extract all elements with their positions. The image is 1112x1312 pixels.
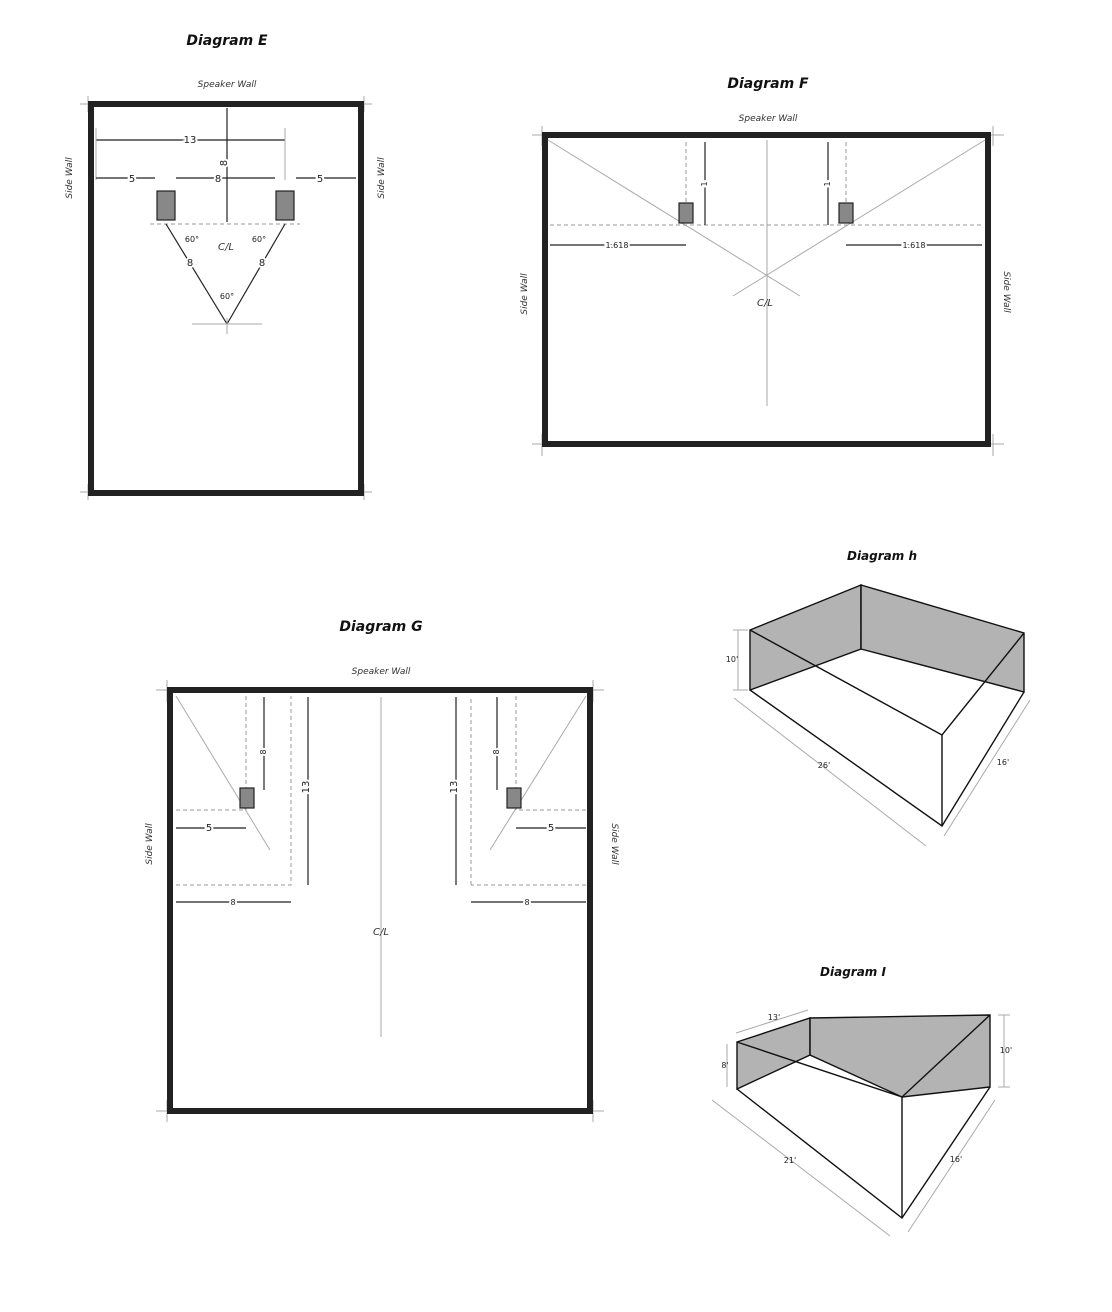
diagram-e-angle-right: 60°	[252, 235, 266, 244]
diagram-f-side-wall-left: Side Wall	[520, 273, 530, 315]
diagram-h: Diagram h 10' 26' 16'	[726, 549, 1031, 847]
diagram-g-speaker-left	[239, 787, 255, 809]
diagram-e-side-wall-right: Side Wall	[377, 157, 387, 199]
diagram-e-dim-8-between: 8	[215, 174, 221, 185]
diagram-e-side-wall-left: Side Wall	[65, 157, 75, 199]
diagram-g-room	[167, 687, 593, 1114]
diagram-e-dim-13: 13	[184, 135, 197, 146]
diagram-i-right-height: 10'	[1000, 1046, 1012, 1055]
diagram-e-room	[88, 101, 364, 496]
diagram-g-side-wall-left: Side Wall	[145, 823, 155, 865]
diagram-e-dim-8-vertical: 8	[219, 160, 230, 166]
diagram-f-room	[542, 132, 991, 447]
diagram-h-back-wall	[860, 584, 1025, 693]
diagram-e-dim-8-leg-right: 8	[259, 258, 265, 269]
diagram-g-title: Diagram G	[339, 619, 422, 635]
diagram-e-angle-bottom: 60°	[220, 292, 234, 301]
diagram-i-width: 16'	[950, 1155, 962, 1164]
diagram-g-speaker-wall: Speaker Wall	[352, 667, 411, 677]
diagram-f-side-wall-right: Side Wall	[1001, 271, 1011, 313]
diagram-g-dim-13-left: 13	[301, 781, 312, 794]
diagram-e-angle-left: 60°	[185, 235, 199, 244]
diagram-f-speaker-right	[838, 202, 854, 224]
diagram-f-dim-1618-left: 1.618	[606, 241, 629, 250]
diagram-h-left-wall	[749, 583, 862, 692]
diagram-e-speaker-left	[156, 190, 176, 221]
diagram-f-speaker-wall: Speaker Wall	[739, 114, 798, 124]
diagram-f-dim-1618-right: 1.618	[903, 241, 926, 250]
diagram-g-dim-8-right-bottom: 8	[524, 898, 529, 907]
diagram-i: Diagram I 13' 8' 10' 21' 16'	[711, 965, 1012, 1237]
diagram-f: Diagram F Speaker Wall Side Wall Side Wa…	[520, 76, 1011, 456]
diagram-e-title: Diagram E	[186, 33, 268, 49]
diagram-i-title: Diagram I	[820, 965, 886, 979]
diagram-e: Diagram E Speaker Wall Side Wall Side Wa…	[65, 33, 387, 500]
diagram-i-length: 21'	[784, 1156, 796, 1165]
diagram-e-centerline: C/L	[218, 242, 234, 253]
diagram-i-top: 13'	[768, 1013, 780, 1022]
diagram-i-back-wall	[809, 1014, 991, 1098]
diagram-g-dim-8-left-vertical: 8	[259, 749, 268, 754]
diagram-g-side-wall-right: Side Wall	[609, 823, 619, 865]
diagram-h-width: 16'	[997, 758, 1009, 767]
diagram-f-dim-1-right: 1	[823, 181, 832, 186]
diagram-e-dim-8-leg-left: 8	[187, 258, 193, 269]
diagram-h-height: 10'	[726, 655, 738, 664]
diagram-e-speaker-right	[275, 190, 295, 221]
diagram-g-centerline: C/L	[373, 927, 389, 938]
diagram-f-title: Diagram F	[727, 76, 809, 92]
diagram-f-speaker-left	[678, 202, 694, 224]
diagram-g-dim-5-right: 5	[548, 823, 554, 834]
diagram-e-dim-5-left: 5	[129, 174, 135, 185]
diagram-h-length: 26'	[818, 761, 830, 770]
diagram-e-speaker-wall: Speaker Wall	[198, 80, 257, 90]
diagram-g-dim-13-right: 13	[449, 781, 460, 794]
diagram-e-dim-5-right: 5	[317, 174, 323, 185]
diagram-g-dim-8-left-bottom: 8	[230, 898, 235, 907]
diagram-g-dim-8-right-vertical: 8	[492, 749, 501, 754]
diagram-g-speaker-right	[506, 787, 522, 809]
diagram-i-left-height: 8'	[721, 1061, 728, 1070]
diagram-h-title: Diagram h	[847, 549, 917, 563]
diagram-f-dim-1-left: 1	[700, 181, 709, 186]
diagram-g: Diagram G Speaker Wall Side Wall Side Wa…	[145, 619, 619, 1122]
diagram-f-centerline: C/L	[757, 298, 773, 309]
diagram-g-dim-5-left: 5	[206, 823, 212, 834]
